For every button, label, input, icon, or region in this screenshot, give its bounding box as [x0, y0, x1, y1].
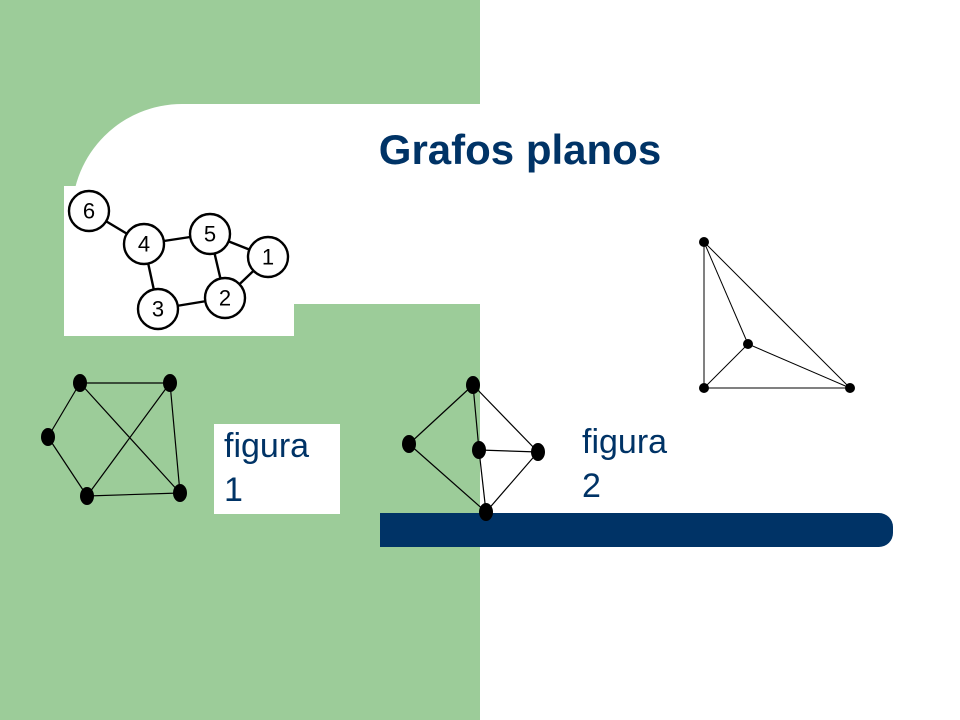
graph-node-2: [203, 276, 247, 320]
graph-node-3: [136, 287, 180, 331]
fig1-edge: [47, 436, 88, 497]
fig2-vertex: [472, 441, 486, 459]
fig2-edge: [485, 451, 539, 513]
fig2-edge: [408, 443, 487, 513]
numbered-graph-image: 6 4 5 1 2 3: [64, 186, 294, 336]
k4-edge: [747, 343, 851, 389]
graph-node-label-3: 3: [152, 297, 164, 322]
figure-2-label: figura 2: [580, 420, 692, 508]
fig2-edge: [478, 449, 487, 513]
fig1-edge: [86, 492, 181, 497]
fig2-vertex: [531, 443, 545, 461]
fig2-edge: [478, 449, 539, 453]
fig2-edge: [472, 384, 539, 453]
graph-node-5: [188, 212, 232, 256]
fig1-vertex: [41, 428, 55, 446]
graph-node-label-5: 5: [204, 222, 216, 247]
graph-node-label-2: 2: [219, 286, 231, 311]
fig1-edge: [169, 382, 181, 494]
figure-1-graph: [41, 374, 187, 505]
graph-node-6: [67, 189, 111, 233]
graph-node-label-1: 1: [262, 245, 274, 270]
graph-node-1: [246, 235, 290, 279]
planar-k4-graph: [699, 237, 855, 393]
graph-node-label-4: 4: [138, 232, 150, 257]
fig2-edge: [472, 384, 480, 451]
accent-bar: [380, 513, 893, 547]
figure-1-label-number: 1: [224, 471, 243, 509]
k4-edge: [703, 241, 749, 345]
graph-node-label-6: 6: [83, 199, 95, 224]
fig2-vertex: [402, 435, 416, 453]
k4-vertex: [699, 383, 709, 393]
slide-title: Grafos planos: [378, 126, 662, 173]
fig1-vertex: [80, 487, 94, 505]
figure-1-label: figura 1: [214, 424, 340, 514]
fig2-vertex: [466, 376, 480, 394]
graph-node-4: [122, 222, 166, 266]
figure-2-graph: [402, 376, 545, 521]
fig1-edge: [47, 382, 81, 438]
k4-edge: [703, 343, 749, 389]
k4-edge: [703, 241, 851, 389]
fig1-edge: [86, 382, 171, 497]
figure-2-label-number: 2: [582, 467, 601, 505]
numbered-graph: 6 4 5 1 2 3: [67, 189, 290, 331]
k4-vertex: [699, 237, 709, 247]
fig1-vertex: [163, 374, 177, 392]
fig2-edge: [408, 384, 474, 445]
figure-1-label-word: figura: [224, 427, 310, 465]
figure-2-label-word: figura: [582, 423, 668, 461]
k4-vertex: [845, 383, 855, 393]
k4-vertex: [743, 339, 753, 349]
fig2-vertex: [479, 503, 493, 521]
fig1-vertex: [173, 484, 187, 502]
fig1-vertex: [73, 374, 87, 392]
